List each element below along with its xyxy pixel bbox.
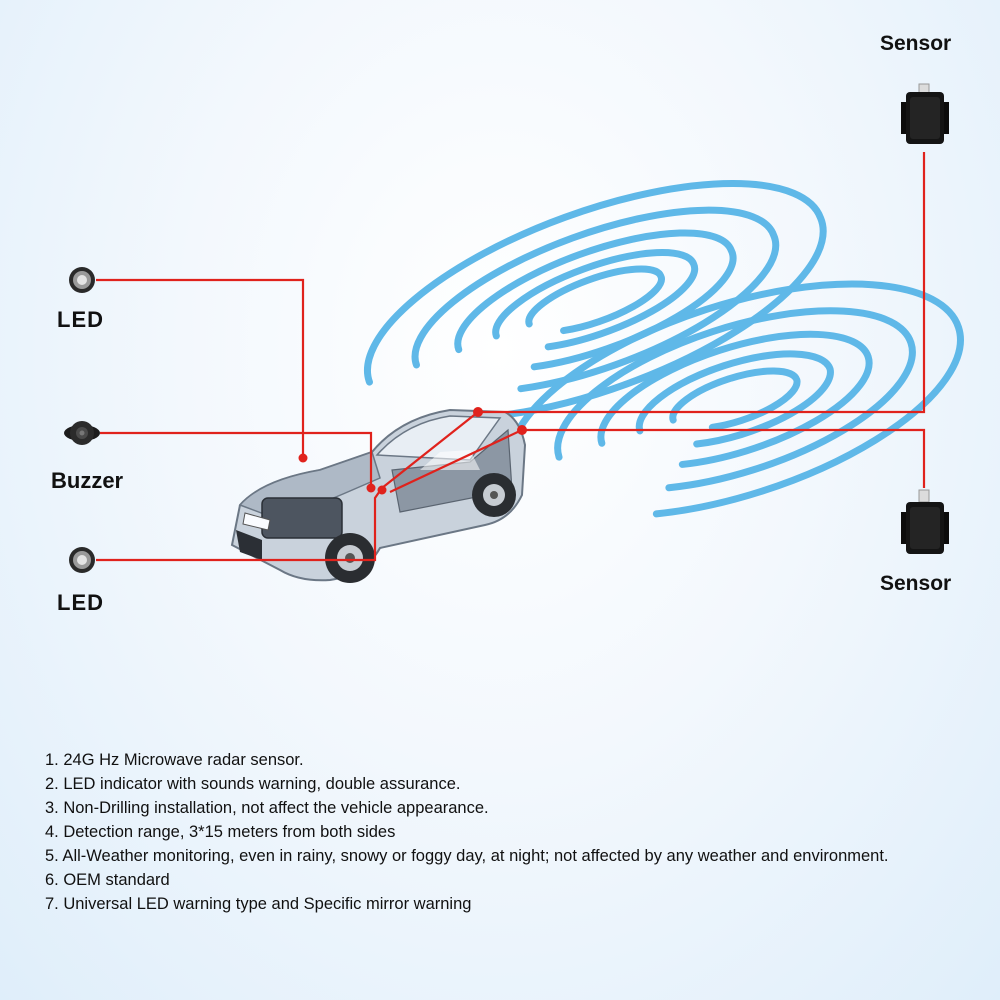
led-label-bottom: LED <box>57 590 104 616</box>
led-indicator-icon <box>69 547 95 573</box>
led-label-top: LED <box>57 307 104 333</box>
sensor-label-bottom: Sensor <box>880 572 951 596</box>
radar-sensor-icon <box>901 84 949 144</box>
junction-dot <box>367 484 376 493</box>
sensor-label-top: Sensor <box>880 32 951 56</box>
buzzer-label: Buzzer <box>51 468 123 494</box>
wave-ring <box>537 274 933 525</box>
wave-ring <box>442 205 748 396</box>
junction-dot <box>517 425 527 435</box>
radar-sensor-icon <box>901 490 949 554</box>
feature-item: 5. All-Weather monitoring, even in rainy… <box>45 844 889 868</box>
feature-item: 1. 24G Hz Microwave radar sensor. <box>45 748 889 772</box>
led-indicator-icon <box>69 267 95 293</box>
wire-led-top <box>96 280 303 458</box>
buzzer-icon <box>64 421 100 445</box>
car-icon <box>232 410 525 583</box>
junction-dot <box>378 486 387 495</box>
junction-dot <box>473 407 483 417</box>
feature-item: 3. Non-Drilling installation, not affect… <box>45 796 889 820</box>
wave-ring <box>666 359 803 441</box>
feature-item: 6. OEM standard <box>45 868 889 892</box>
feature-item: 4. Detection range, 3*15 meters from bot… <box>45 820 889 844</box>
feature-item: 2. LED indicator with sounds warning, do… <box>45 772 889 796</box>
junction-dot <box>299 454 308 463</box>
feature-list: 1. 24G Hz Microwave radar sensor. 2. LED… <box>45 748 889 916</box>
wave-ring <box>339 135 851 466</box>
feature-item: 7. Universal LED warning type and Specif… <box>45 892 889 916</box>
